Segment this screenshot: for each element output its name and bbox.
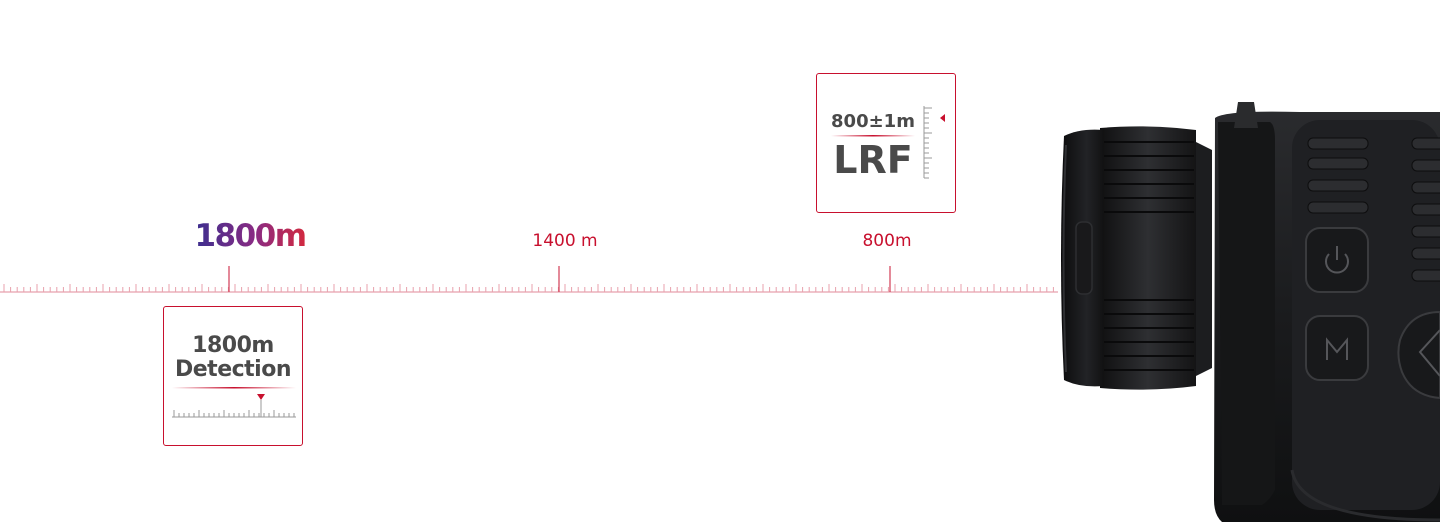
lrf-accuracy-card: 800±1m LRF xyxy=(816,73,956,213)
focus-ring xyxy=(1100,126,1212,390)
menu-button[interactable] xyxy=(1305,315,1369,381)
distance-label-1800m: 1800m xyxy=(194,218,307,254)
detection-range-card: 1800m Detection xyxy=(163,306,303,446)
detection-title-text: Detection xyxy=(175,357,292,382)
detection-pointer-icon xyxy=(257,394,265,400)
navigation-button[interactable] xyxy=(1397,310,1440,400)
distance-label-800m: 800m xyxy=(862,231,912,251)
lrf-title-text: LRF xyxy=(833,138,913,182)
menu-m-icon xyxy=(1326,337,1348,360)
lrf-mini-scale xyxy=(831,106,945,179)
detection-mini-scale xyxy=(172,387,296,418)
power-icon xyxy=(1325,246,1349,274)
distance-label-1400m: 1400 m xyxy=(532,231,598,251)
nav-diamond-icon xyxy=(1418,329,1440,377)
power-button[interactable] xyxy=(1305,227,1369,293)
focus-ring-ridges xyxy=(1104,141,1194,371)
body-grip-ridges xyxy=(1307,137,1440,282)
detection-distance-text: 1800m xyxy=(192,333,274,358)
lrf-pointer-icon xyxy=(940,114,945,122)
objective-lens xyxy=(1061,129,1104,387)
lrf-range-text: 800±1m xyxy=(831,111,915,132)
top-sight-post xyxy=(1234,102,1258,128)
